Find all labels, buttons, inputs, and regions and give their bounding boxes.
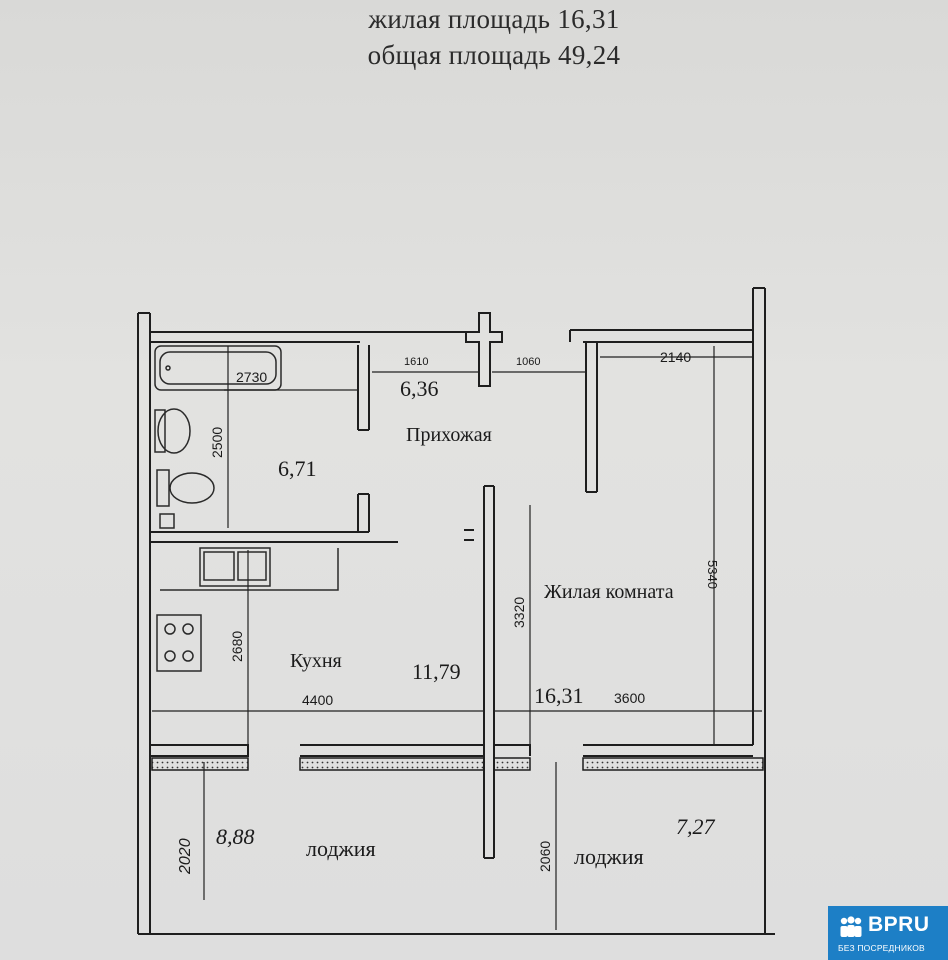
plan-stroke <box>165 365 171 371</box>
plan-stroke <box>237 551 267 581</box>
plan-stroke <box>464 529 474 541</box>
loggia-left-area: 8,88 <box>216 824 255 849</box>
plan-stroke <box>357 493 370 532</box>
balcony-sills <box>151 757 764 771</box>
loggia-right-area: 7,27 <box>676 814 716 839</box>
sink <box>157 408 191 454</box>
dimension-lines <box>152 346 762 930</box>
plan-stroke <box>164 650 176 662</box>
plan-stroke <box>150 531 398 543</box>
bathroom-fixtures <box>154 345 282 529</box>
dim-loggia-right-depth: 2060 <box>537 841 553 872</box>
plan-stroke <box>150 744 249 757</box>
bathroom-area: 6,71 <box>278 456 317 481</box>
kitchen-area: 11,79 <box>412 659 461 684</box>
kitchen-name: Кухня <box>290 650 342 672</box>
plan-stroke <box>493 757 531 771</box>
plan-stroke <box>159 513 175 529</box>
dim-living-width: 3600 <box>614 690 645 706</box>
plan-stroke <box>465 312 503 387</box>
plan-stroke <box>495 744 531 756</box>
plan-stroke <box>357 345 370 431</box>
people-icon <box>840 916 862 937</box>
stove <box>156 614 202 672</box>
plan-stroke <box>582 757 764 771</box>
plan-stroke <box>585 342 598 493</box>
kitchen-sink <box>199 547 271 587</box>
plan-stroke <box>182 623 194 635</box>
dim-bath-depth: 2500 <box>209 427 225 458</box>
plan-stroke <box>570 329 754 343</box>
dim-living-depth: 5340 <box>705 560 720 589</box>
plan-stroke <box>300 744 484 757</box>
hallway-name: Прихожая <box>406 424 492 446</box>
dim-bath-width: 2730 <box>236 369 267 385</box>
plan-stroke <box>583 744 753 757</box>
hallway-area: 6,36 <box>400 376 439 401</box>
plan-stroke <box>483 485 495 859</box>
dim-living-top: 2140 <box>660 349 691 365</box>
brand-badge[interactable]: BPRU БЕЗ ПОСРЕДНИКОВ <box>828 906 948 960</box>
loggia-right-name: лоджия <box>574 844 644 869</box>
plan-stroke <box>151 757 249 771</box>
dim-living-side: 3320 <box>511 597 527 628</box>
dim-hall-1: 1610 <box>404 356 428 368</box>
dim-kitchen-width: 4400 <box>302 692 333 708</box>
plan-stroke <box>154 409 166 453</box>
loggia-left-name: лоджия <box>306 836 376 861</box>
plan-stroke <box>160 548 339 591</box>
dim-kitchen-depth: 2680 <box>229 631 245 662</box>
bathtub <box>154 345 282 391</box>
plan-stroke <box>299 757 485 771</box>
plan-stroke <box>164 623 176 635</box>
plan-stroke <box>203 551 235 581</box>
living-area-heading: жилая площадь 16,31 <box>368 4 620 34</box>
kitchen-fixtures <box>156 547 339 672</box>
walls <box>137 287 775 935</box>
toilet <box>169 472 215 504</box>
plan-stroke <box>159 351 277 385</box>
toilet-tank <box>156 469 170 507</box>
brand-name: BPRU <box>868 913 930 936</box>
dim-loggia-left-depth: 2020 <box>177 838 194 875</box>
total-area-heading: общая площадь 49,24 <box>367 40 621 70</box>
plan-stroke <box>182 650 194 662</box>
dim-hall-2: 1060 <box>516 356 540 368</box>
brand-subtitle: БЕЗ ПОСРЕДНИКОВ <box>838 943 925 953</box>
living-room-area: 16,31 <box>534 683 584 708</box>
living-room-name: Жилая комната <box>544 581 674 603</box>
